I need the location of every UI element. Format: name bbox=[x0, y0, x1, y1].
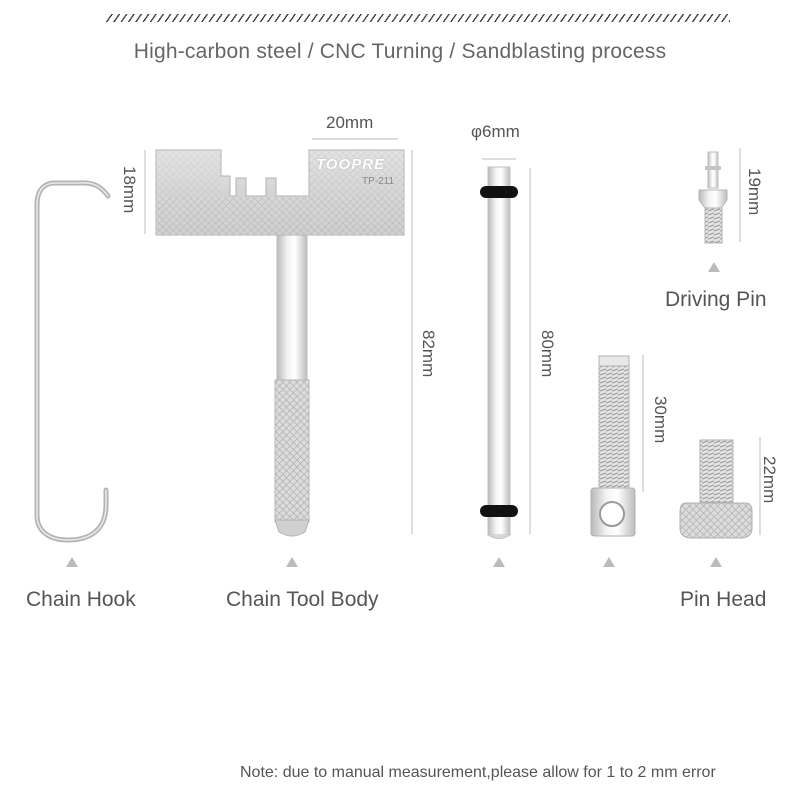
driving-pin bbox=[698, 189, 728, 209]
rod bbox=[487, 166, 511, 536]
pin-head-thread bbox=[699, 439, 734, 503]
pointer-bolt bbox=[603, 557, 615, 567]
page-title: High-carbon steel / CNC Turning / Sandbl… bbox=[133, 40, 667, 63]
pointer-rod bbox=[493, 557, 505, 567]
dim-tool-length: 82mm bbox=[419, 330, 438, 378]
label-chain-hook: Chain Hook bbox=[26, 588, 136, 611]
chain-hook bbox=[34, 180, 111, 543]
dim-rod-length: 80mm bbox=[538, 330, 557, 378]
dim-tool-height: 18mm bbox=[120, 166, 139, 214]
rod-o-ring-bottom bbox=[480, 505, 518, 517]
tool-handle-grip bbox=[274, 379, 310, 523]
label-driving-pin: Driving Pin bbox=[665, 288, 767, 311]
dim-pin-head: 22mm bbox=[760, 456, 779, 504]
pointer-driving-pin bbox=[708, 262, 720, 272]
dimension-lines bbox=[144, 138, 761, 535]
pointer-pin-head bbox=[710, 557, 722, 567]
pointer-chain-hook bbox=[66, 557, 78, 567]
tool-model-text: TP-211 bbox=[362, 176, 395, 187]
label-chain-tool-body: Chain Tool Body bbox=[226, 588, 379, 611]
tool-handle-shaft bbox=[276, 231, 308, 383]
dim-driving-pin: 19mm bbox=[745, 168, 764, 216]
dim-bolt: 30mm bbox=[651, 396, 670, 444]
decorative-hatch-bar bbox=[105, 14, 730, 22]
dim-rod-diameter: φ6mm bbox=[471, 122, 520, 141]
pin-head-knob bbox=[679, 502, 753, 539]
rod-o-ring-top bbox=[480, 186, 518, 198]
bolt bbox=[598, 355, 630, 492]
label-pin-head: Pin Head bbox=[680, 588, 767, 611]
dim-tool-width: 20mm bbox=[326, 113, 374, 132]
footer-note: Note: due to manual measurement,please a… bbox=[240, 764, 716, 781]
pointer-tool-body bbox=[286, 557, 298, 567]
tool-brand-text: TOOPRE bbox=[316, 156, 386, 173]
